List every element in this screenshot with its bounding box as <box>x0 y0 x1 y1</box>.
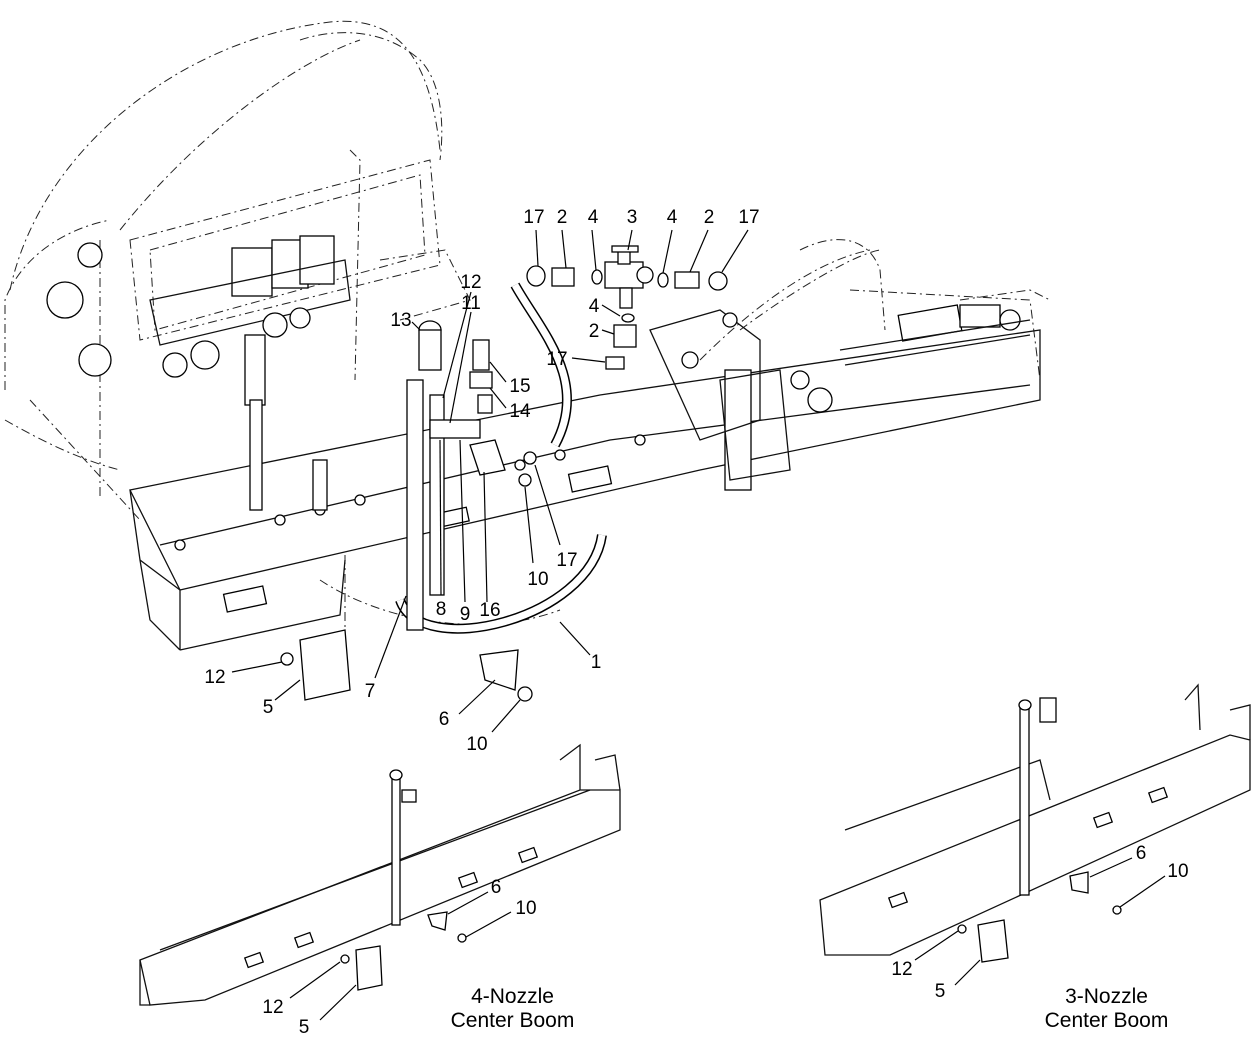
callout-12-upper: 12 <box>460 272 481 293</box>
callout-5-four-nozzle: 5 <box>299 1017 310 1038</box>
leader-lines <box>231 229 1166 1021</box>
callout-12-three-nozzle: 12 <box>891 959 912 980</box>
caption-four-nozzle: 4-Nozzle Center Boom <box>440 985 585 1033</box>
callout-15: 15 <box>509 376 530 397</box>
four-nozzle-center-boom-drawing <box>139 743 621 1006</box>
exploded-valve-parts <box>526 245 728 370</box>
callout-4-top-right: 4 <box>667 207 678 228</box>
callout-10-main: 10 <box>466 734 487 755</box>
callout-8: 8 <box>436 599 447 620</box>
caption-three-nozzle-line1: 3-Nozzle <box>1065 985 1148 1008</box>
callout-2-top-left: 2 <box>557 207 568 228</box>
caption-three-nozzle: 3-Nozzle Center Boom <box>1034 985 1179 1033</box>
hose-assembly <box>395 282 607 634</box>
callout-10-three-nozzle: 10 <box>1167 861 1188 882</box>
callout-1-hose: 1 <box>591 652 602 673</box>
callout-2-lower: 2 <box>589 321 600 342</box>
callout-9: 9 <box>460 604 471 625</box>
callout-4-top-left: 4 <box>588 207 599 228</box>
callout-2-top-right: 2 <box>704 207 715 228</box>
callout-6-four-nozzle: 6 <box>491 877 502 898</box>
callout-16: 16 <box>479 600 500 621</box>
callout-12-four-nozzle: 12 <box>262 997 283 1018</box>
caption-four-nozzle-line1: 4-Nozzle <box>471 985 554 1008</box>
callout-10-mid: 10 <box>527 569 548 590</box>
callout-17-top-left: 17 <box>523 207 544 228</box>
three-nozzle-center-boom-drawing <box>819 683 1251 963</box>
callout-5-main: 5 <box>263 697 274 718</box>
callout-6-three-nozzle: 6 <box>1136 843 1147 864</box>
callout-3-valve: 3 <box>627 207 638 228</box>
callout-17-lower: 17 <box>546 349 567 370</box>
caption-three-nozzle-line2: Center Boom <box>1044 1009 1169 1032</box>
right-valve-assembly <box>649 304 1031 491</box>
callout-labels: 17 2 4 3 4 2 17 4 2 17 12 11 13 15 14 8 … <box>204 207 1188 1038</box>
valve-manifold <box>46 235 351 511</box>
caption-four-nozzle-line2: Center Boom <box>450 1009 575 1032</box>
callout-6-main: 6 <box>439 709 450 730</box>
callout-17-mid: 17 <box>556 550 577 571</box>
callout-13: 13 <box>390 310 411 331</box>
callout-5-three-nozzle: 5 <box>935 981 946 1002</box>
bracket-parts-main <box>280 629 533 702</box>
callout-12-main: 12 <box>204 667 225 688</box>
machine-outline-phantom <box>4 20 1051 640</box>
callout-7: 7 <box>365 681 376 702</box>
boom-frame <box>129 329 1041 651</box>
callout-14: 14 <box>509 401 531 422</box>
callout-11: 11 <box>461 293 481 314</box>
callout-10-four-nozzle: 10 <box>515 898 536 919</box>
callout-17-top-right: 17 <box>738 207 759 228</box>
callout-4-lower: 4 <box>589 296 600 317</box>
